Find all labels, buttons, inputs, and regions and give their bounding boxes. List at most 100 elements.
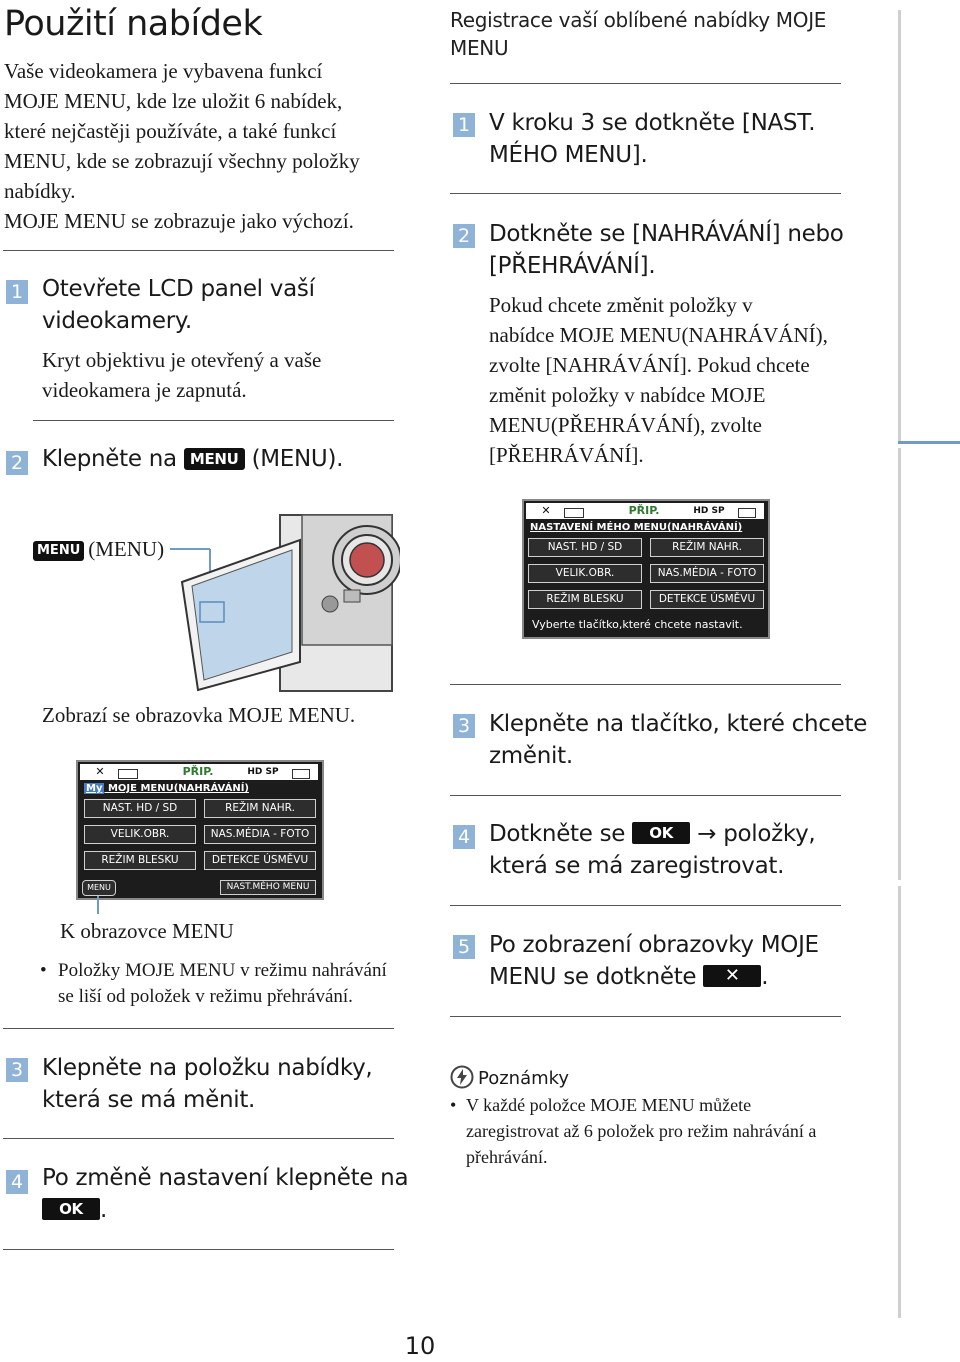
camcorder-illustration xyxy=(170,514,400,692)
screen-caption: Zobrazí se obrazovka MOJE MENU. xyxy=(42,703,356,727)
step-text: MENU se dotkněte xyxy=(489,964,697,990)
menu-button-rec-mode[interactable]: REŽIM NAHR. xyxy=(204,799,316,818)
step-line: V kroku 3 se dotkněte [NAST. xyxy=(489,110,816,136)
screen-header: NASTAVENÍ MÉHO MENU(NAHRÁVÁNÍ) xyxy=(530,522,743,533)
side-tab[interactable] xyxy=(898,886,960,1318)
side-tab-active-marker xyxy=(898,441,960,444)
battery-icon xyxy=(118,769,138,779)
note-line: [PŘEHRÁVÁNÍ]. xyxy=(489,443,644,467)
step-text: položky, xyxy=(723,821,816,847)
divider xyxy=(3,250,394,251)
step-line: videokamery. xyxy=(42,308,192,334)
note-line: MENU(PŘEHRÁVÁNÍ), zvolte xyxy=(489,413,762,437)
right-step5-text: Po zobrazení obrazovky MOJE MENU se dotk… xyxy=(489,929,819,993)
memory-icon xyxy=(292,769,310,779)
screen-status-bar xyxy=(526,503,764,519)
menu-button-quality[interactable]: NAST. HD / SD xyxy=(528,538,642,557)
note-line: Kryt objektivu je otevřený a vaše xyxy=(42,348,322,372)
step-number: 3 xyxy=(453,714,475,738)
to-menu-label: K obrazovce MENU xyxy=(60,919,234,943)
divider xyxy=(33,420,394,421)
page-title: Použití nabídek xyxy=(4,4,263,44)
battery-icon xyxy=(564,508,584,518)
note-line: videokamera je zapnutá. xyxy=(42,378,247,402)
step-text: . xyxy=(761,964,769,990)
left-step2-text: Klepněte na MENU (MENU). xyxy=(42,443,343,475)
callout-line xyxy=(97,896,99,914)
close-icon[interactable]: ✕ xyxy=(95,765,105,778)
step-line: Klepněte na položku nabídky, xyxy=(42,1055,373,1081)
menu-callout: MENU (MENU) xyxy=(33,537,164,562)
screen-status-bar xyxy=(80,764,318,780)
step-line: změnit. xyxy=(489,743,573,769)
menu-button-icon: MENU xyxy=(183,448,245,470)
step-text: Klepněte na xyxy=(42,446,177,472)
left-step1-text: Otevřete LCD panel vaší videokamery. xyxy=(42,273,315,337)
step-number: 3 xyxy=(6,1058,28,1082)
menu-button-smile-detect[interactable]: DETEKCE ÚSMĚVU xyxy=(204,851,316,870)
notes-heading: Poznámky xyxy=(450,1065,569,1089)
right-step4-text: Dotkněte se OK → položky, která se má za… xyxy=(489,818,816,882)
side-tab[interactable] xyxy=(898,10,960,442)
step-line: Klepněte na tlačítko, které chcete xyxy=(489,711,868,737)
menu-button-image-size[interactable]: VELIK.OBR. xyxy=(84,825,196,844)
step-line: Po změně nastavení klepněte na xyxy=(42,1165,409,1191)
note-line: zvolte [NAHRÁVÁNÍ]. Pokud chcete xyxy=(489,353,810,377)
page-number: 10 xyxy=(404,1332,436,1360)
intro-line: nabídky. xyxy=(4,179,76,203)
left-step4-text: Po změně nastavení klepněte na OK. xyxy=(42,1162,409,1226)
divider xyxy=(450,905,841,906)
step-line: Otevřete LCD panel vaší xyxy=(42,276,315,302)
my-menu-settings-button[interactable]: NAST.MÉHO MENU xyxy=(220,880,316,895)
callout-text: (MENU) xyxy=(88,537,165,561)
ok-button-icon: OK xyxy=(632,822,691,844)
quality-indicator: HD SP xyxy=(693,506,725,516)
step-number: 1 xyxy=(453,113,475,137)
menu-button-quality[interactable]: NAST. HD / SD xyxy=(84,799,196,818)
intro-line: MOJE MENU, kde lze uložit 6 nabídek, xyxy=(4,89,343,113)
menu-button-smile-detect[interactable]: DETEKCE ÚSMĚVU xyxy=(650,590,764,609)
my-menu-tag: My xyxy=(84,783,105,794)
divider xyxy=(450,83,841,84)
right-step2-note: Pokud chcete změnit položky v nabídce MO… xyxy=(489,290,828,470)
close-icon[interactable]: ✕ xyxy=(541,504,551,517)
menu-button[interactable]: MENU xyxy=(82,880,116,896)
right-step2-text: Dotkněte se [NAHRÁVÁNÍ] nebo [PŘEHRÁVÁNÍ… xyxy=(489,218,844,282)
divider xyxy=(3,1028,394,1029)
step-line: Po zobrazení obrazovky MOJE xyxy=(489,932,819,958)
note-line: změnit položky v nabídce MOJE xyxy=(489,383,766,407)
divider xyxy=(3,1249,394,1250)
note-line: Pokud chcete změnit položky v xyxy=(489,293,753,317)
step-line: [PŘEHRÁVÁNÍ]. xyxy=(489,253,656,279)
my-menu-screen: ✕ PŘIP. HD SP My MOJE MENU(NAHRÁVÁNÍ) NA… xyxy=(76,760,324,900)
right-step3-text: Klepněte na tlačítko, které chcete změni… xyxy=(489,708,867,772)
bullet-line: zaregistrovat až 6 položek pro režim nah… xyxy=(466,1121,817,1141)
menu-button-media-photo[interactable]: NAS.MÉDIA - FOTO xyxy=(650,564,764,583)
menu-button-flash-mode[interactable]: REŽIM BLESKU xyxy=(528,590,642,609)
step-line: která se má zaregistrovat. xyxy=(489,853,785,879)
divider xyxy=(450,795,841,796)
menu-button-image-size[interactable]: VELIK.OBR. xyxy=(528,564,642,583)
left-step3-text: Klepněte na položku nabídky, která se má… xyxy=(42,1052,373,1116)
menu-button-media-photo[interactable]: NAS.MÉDIA - FOTO xyxy=(204,825,316,844)
quality-indicator: HD SP xyxy=(247,767,279,777)
right-heading: Registrace vaší oblíbené nabídky MOJE ME… xyxy=(450,6,826,62)
bullet-dot: • xyxy=(450,1095,457,1115)
intro-text: Vaše videokamera je vybavena funkcí MOJE… xyxy=(4,56,394,236)
close-button-icon: ✕ xyxy=(703,965,762,987)
menu-button-rec-mode[interactable]: REŽIM NAHR. xyxy=(650,538,764,557)
step-number: 2 xyxy=(6,451,28,475)
mode-indicator: PŘIP. xyxy=(628,504,660,517)
heading-line: Registrace vaší oblíbené nabídky MOJE xyxy=(450,8,827,32)
header-text: MOJE MENU(NAHRÁVÁNÍ) xyxy=(107,783,249,794)
screen-header: My MOJE MENU(NAHRÁVÁNÍ) xyxy=(84,783,249,794)
divider xyxy=(450,193,841,194)
step-text: Dotkněte se xyxy=(489,821,626,847)
side-tab[interactable] xyxy=(898,448,960,880)
notes-icon xyxy=(450,1065,474,1089)
screen-footer: Vyberte tlačítko,které chcete nastavit. xyxy=(532,618,743,631)
step-number: 4 xyxy=(453,825,475,849)
step-number: 5 xyxy=(453,935,475,959)
divider xyxy=(450,1016,841,1017)
menu-button-flash-mode[interactable]: REŽIM BLESKU xyxy=(84,851,196,870)
